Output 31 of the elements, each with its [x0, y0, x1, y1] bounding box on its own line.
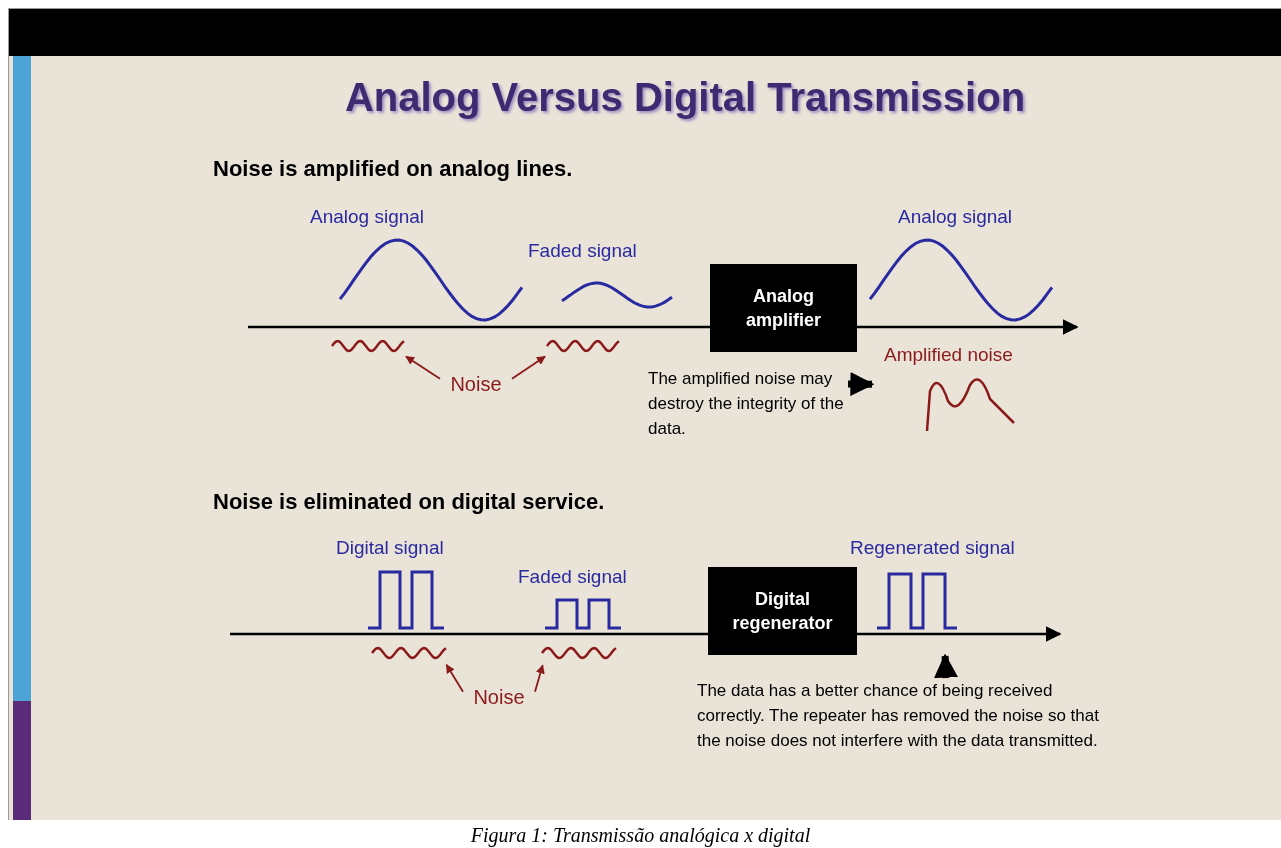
transmission-line	[248, 325, 710, 329]
noise-label: Noise	[463, 684, 535, 710]
block-arrow	[934, 653, 959, 679]
note-text: The data has a better chance of being received correctly. The repeater has removed the noise so that the noise does not interfere with the data transmitted.	[697, 678, 1117, 804]
note-text: The amplified noise may destroy the integrity of the data.	[648, 366, 848, 472]
noise-label: Noise	[440, 371, 512, 397]
transmission-line	[857, 626, 1062, 642]
signal-label: Faded signal	[528, 239, 637, 263]
signal-label: Analog signal	[310, 205, 425, 229]
amplifier-box: Analog amplifier	[710, 264, 857, 352]
leader-arrow	[445, 663, 464, 693]
noise-squiggle	[330, 338, 406, 354]
noise-squiggle	[545, 338, 621, 354]
leader-arrow	[534, 664, 545, 693]
transmission-line	[857, 319, 1079, 335]
noise-squiggle	[540, 645, 618, 661]
figure-caption: Figura 1: Transmissão analógica x digital	[469, 823, 812, 848]
regenerator-box: Digital regenerator	[708, 567, 857, 655]
signal-label: Faded signal	[518, 565, 627, 589]
section-heading: Noise is amplified on analog lines.	[213, 156, 573, 182]
leader-arrow	[511, 355, 546, 380]
amplified-noise-label: Amplified noise	[884, 343, 1013, 367]
block-arrow	[847, 372, 875, 397]
noise-squiggle	[370, 645, 448, 661]
signal-label: Regenerated signal	[850, 536, 1015, 560]
transmission-line	[230, 632, 708, 636]
leader-arrow	[405, 355, 441, 380]
signal-label: Analog signal	[898, 205, 1013, 229]
signal-label: Digital signal	[336, 536, 444, 560]
slide-title: Analog Versus Digital Transmission	[343, 74, 1027, 121]
section-heading: Noise is eliminated on digital service.	[213, 489, 605, 515]
